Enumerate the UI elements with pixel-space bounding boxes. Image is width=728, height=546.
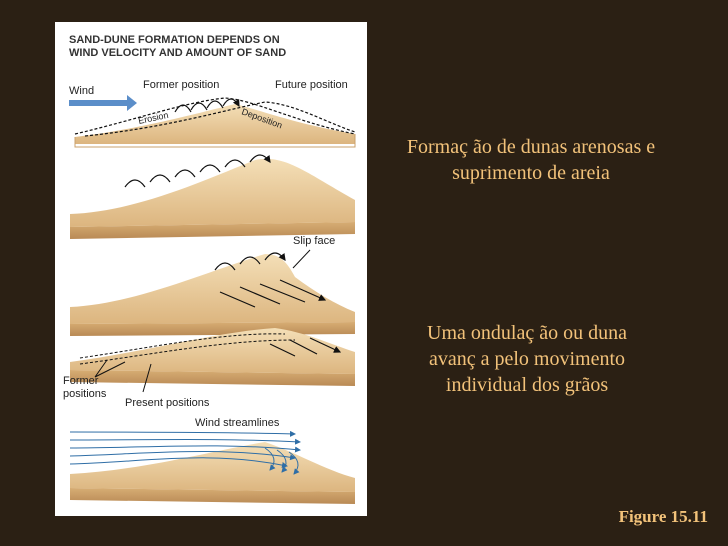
wind-streamlines [69, 430, 301, 475]
former-positions-label-line1: Former [63, 375, 99, 387]
former-position-outline [74, 97, 356, 135]
dune-stage-1: Wind Former position Future position Ero… [69, 79, 356, 148]
wind-label: Wind [69, 85, 94, 97]
sand-dune-figure: SAND-DUNE FORMATION DEPENDS ON WIND VELO… [55, 22, 367, 516]
wind-arrow [69, 100, 127, 106]
dune-diagram: SAND-DUNE FORMATION DEPENDS ON WIND VELO… [63, 34, 356, 504]
dune-stage-4: Former positions Present positions [63, 328, 355, 409]
wind-streamlines-label: Wind streamlines [195, 417, 280, 429]
former-positions-label-line2: positions [63, 388, 107, 400]
figure-heading-line2: WIND VELOCITY AND AMOUNT OF SAND [69, 47, 286, 59]
former-position-label: Former position [143, 79, 219, 91]
dune-stage-5: Wind streamlines [69, 417, 355, 504]
future-position-label: Future position [275, 79, 348, 91]
present-positions-label: Present positions [125, 397, 210, 409]
dune-stage-2 [70, 154, 355, 239]
caption-dune-advance: Uma ondulaç ão ou duna avanç a pelo movi… [427, 322, 627, 396]
dune-stage-3: Slip face [70, 235, 355, 336]
caption-dune-formation: Formaç ão de dunas arenosas e suprimento… [406, 136, 656, 184]
wind-arrow-head [127, 95, 137, 111]
slip-face-label: Slip face [293, 235, 335, 247]
figure-reference: Figure 15.11 [618, 507, 708, 526]
figure-heading-line1: SAND-DUNE FORMATION DEPENDS ON [69, 34, 280, 46]
